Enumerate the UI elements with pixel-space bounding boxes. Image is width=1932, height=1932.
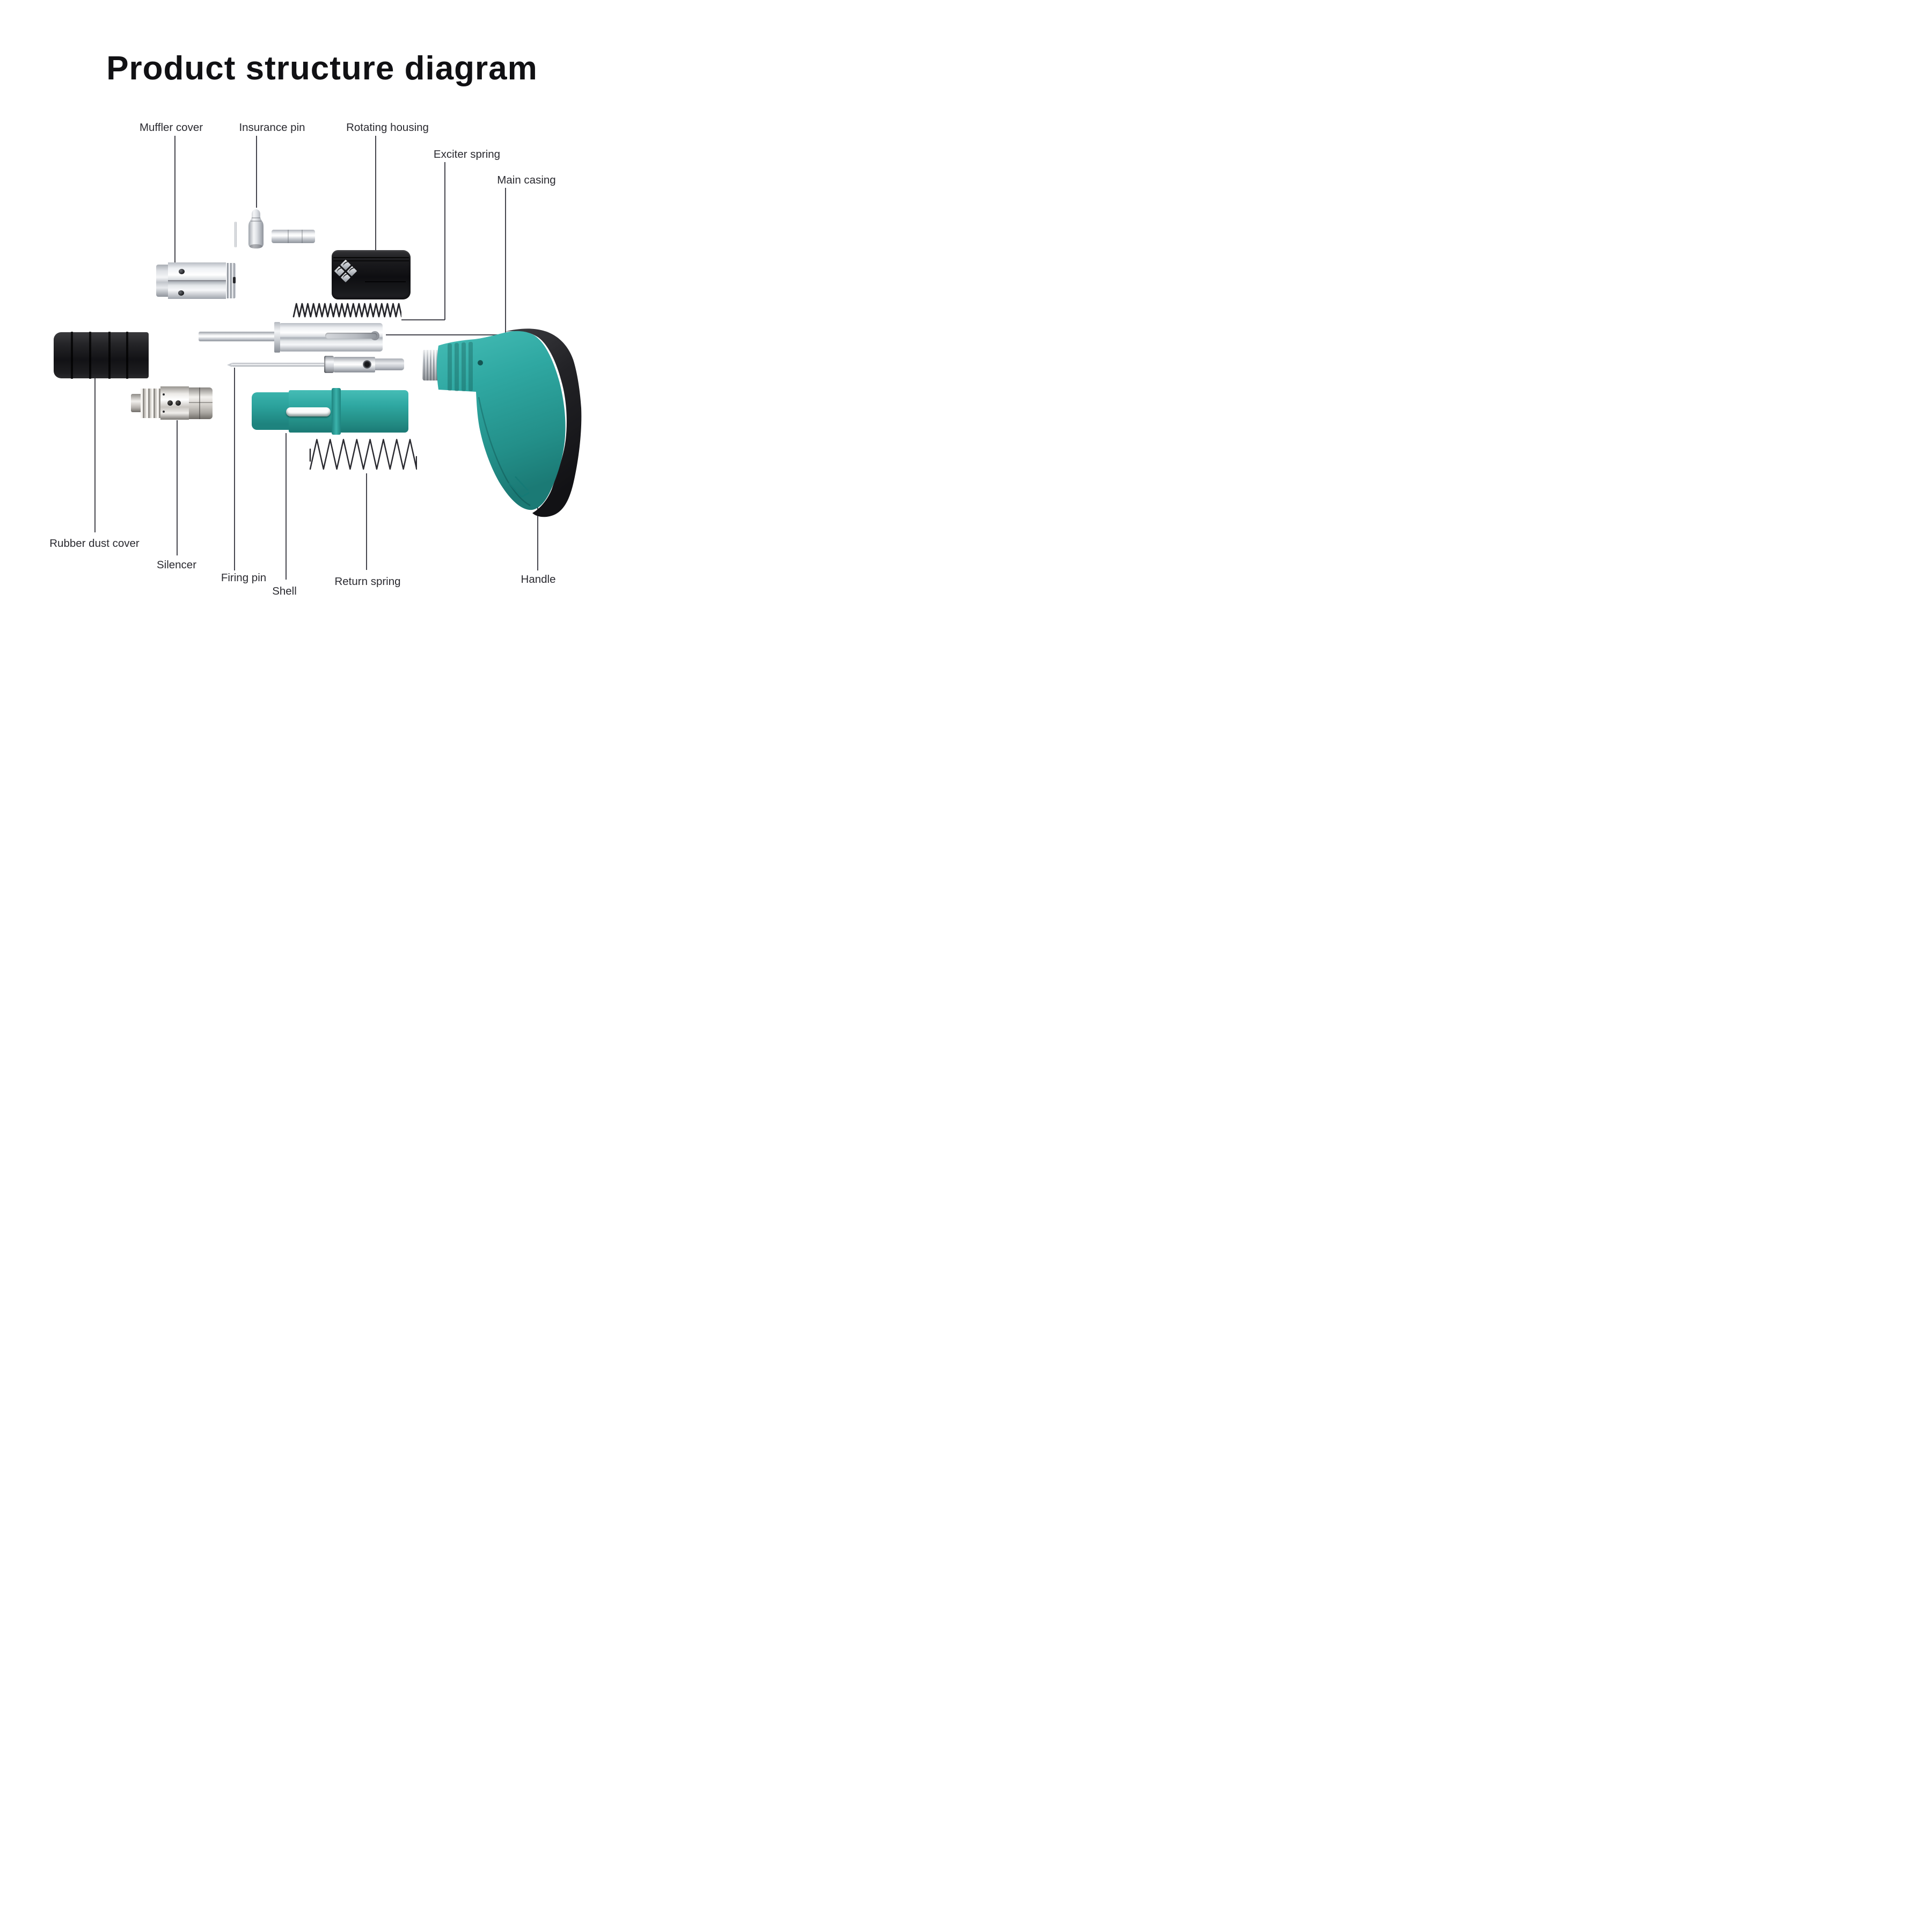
silencer-rings <box>141 389 160 418</box>
label-return-spring: Return spring <box>334 575 401 588</box>
main-casing-slot <box>325 333 377 339</box>
main-casing-shaft <box>199 332 274 341</box>
label-handle: Handle <box>521 573 556 586</box>
firing-pin-tip <box>227 363 232 367</box>
rubber-dust-cover-part <box>54 332 149 379</box>
product-structure-diagram: Product structure diagram Muffler cover … <box>0 0 644 644</box>
leader-firing-pin <box>234 368 235 570</box>
leader-handle <box>537 506 538 570</box>
silencer-part <box>160 386 189 420</box>
label-muffler-cover: Muffler cover <box>139 121 203 134</box>
label-silencer: Silencer <box>156 559 197 571</box>
leader-exciter-spring-vertical <box>444 162 445 320</box>
label-insurance-pin: Insurance pin <box>239 121 305 134</box>
silencer-hole-right <box>175 400 181 406</box>
insurance-pin-part <box>248 209 264 248</box>
silencer-cap <box>189 387 213 419</box>
main-casing-rim <box>274 322 280 353</box>
handle-teal-body <box>437 331 566 510</box>
muffler-cover-keyhole <box>233 277 236 283</box>
leader-shell <box>286 433 287 580</box>
muffler-cover-end-cap <box>156 265 169 297</box>
leader-rotating-housing <box>375 136 376 250</box>
exciter-spring-part <box>292 302 401 318</box>
leader-return-spring <box>366 473 367 570</box>
silencer-dot-bottom <box>163 411 165 413</box>
leader-insurance-pin <box>256 136 257 208</box>
label-main-casing: Main casing <box>497 174 556 186</box>
firing-pin-shaft <box>231 363 324 367</box>
silencer-dot-top <box>163 393 165 396</box>
leader-exciter-spring-horizontal <box>401 319 445 320</box>
shell-slot <box>286 407 331 416</box>
rotating-housing-part <box>332 250 411 299</box>
handle-chevron-detail <box>508 476 530 498</box>
label-exciter-spring: Exciter spring <box>433 148 501 160</box>
muffler-cover-threaded-end <box>226 263 236 298</box>
leader-silencer <box>177 420 178 555</box>
shell-collar-ring <box>332 388 341 435</box>
handle-black-grip <box>504 328 582 517</box>
handle-pin-hole <box>478 360 483 365</box>
shell-end-cap <box>252 392 290 430</box>
insurance-pin-rod <box>235 222 237 247</box>
label-rotating-housing: Rotating housing <box>346 121 429 134</box>
leader-main-casing-vertical <box>505 188 506 335</box>
leader-rubber-dust-cover <box>94 378 96 532</box>
insurance-pin-sleeve <box>272 230 315 243</box>
page-title: Product structure diagram <box>106 50 538 87</box>
handle-part <box>437 328 582 517</box>
silencer-hole-left <box>167 400 173 406</box>
firing-pin-collar <box>324 356 334 373</box>
leader-muffler-cover <box>174 136 175 262</box>
muffler-cover-hole-top <box>179 269 185 274</box>
firing-pin-hole <box>363 360 371 369</box>
label-rubber-dust-cover: Rubber dust cover <box>49 537 140 550</box>
silencer-tip <box>131 394 141 412</box>
firing-pin-end <box>375 358 404 370</box>
muffler-cover-hole-bottom <box>178 290 184 296</box>
handle-threaded-connector <box>422 350 439 380</box>
leader-main-casing-horizontal <box>386 334 506 335</box>
return-spring-part <box>309 437 417 471</box>
label-firing-pin: Firing pin <box>221 572 267 584</box>
label-shell: Shell <box>272 585 297 597</box>
muffler-cover-part <box>168 262 226 299</box>
